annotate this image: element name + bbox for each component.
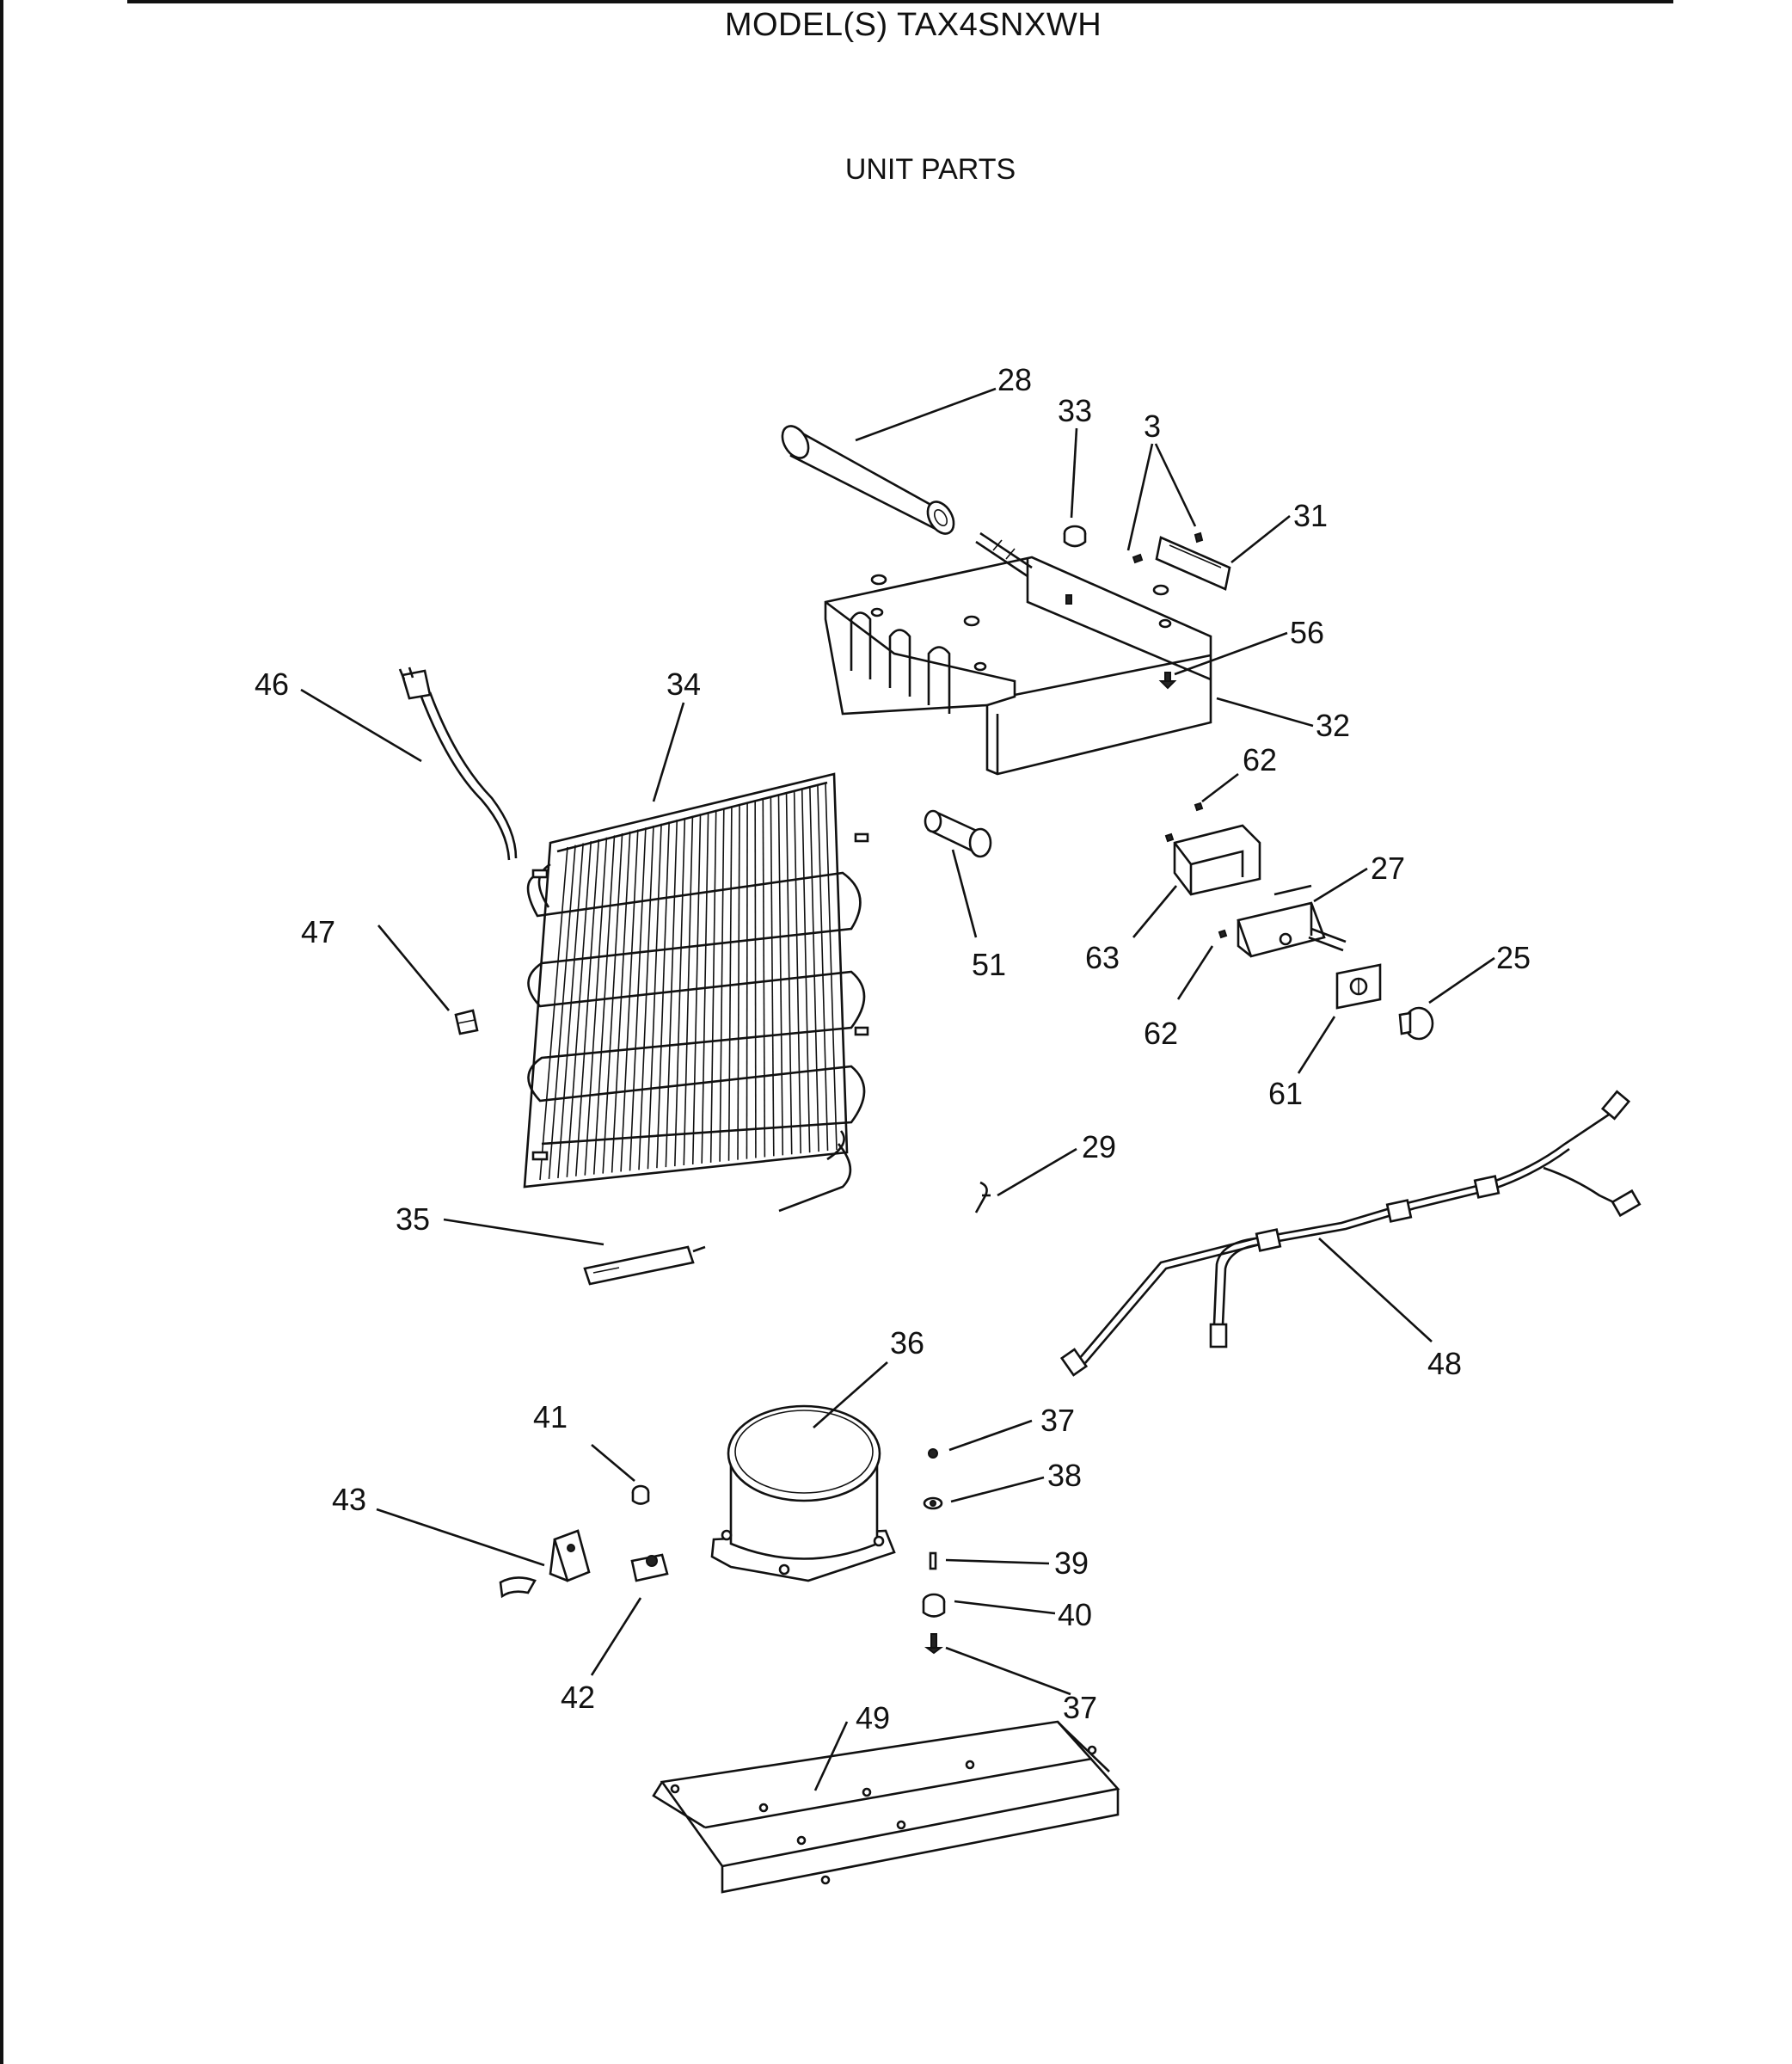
condenser-wire xyxy=(746,802,748,1159)
callout-39: 39 xyxy=(1054,1545,1089,1581)
callout-36: 36 xyxy=(890,1325,924,1361)
condenser-wire xyxy=(602,833,623,1174)
part-56-screw xyxy=(1158,672,1177,690)
condenser-wire xyxy=(777,794,784,1156)
condenser-wire xyxy=(825,782,838,1151)
callout-49: 49 xyxy=(856,1700,890,1735)
callout-38: 38 xyxy=(1047,1458,1082,1493)
part-31-retainer-bracket xyxy=(1155,536,1231,591)
callout-35: 35 xyxy=(396,1201,430,1237)
callout-numbers: 28 33 3 31 56 32 46 34 62 27 63 51 25 62… xyxy=(255,362,1531,1735)
callout-48: 48 xyxy=(1427,1346,1462,1381)
condenser-wire xyxy=(727,806,733,1161)
condenser-wire xyxy=(801,788,811,1153)
condenser-wire xyxy=(737,803,740,1160)
washer-hole xyxy=(930,1500,936,1507)
callout-27: 27 xyxy=(1371,851,1405,886)
callout-25: 25 xyxy=(1496,940,1531,975)
part-40-grommet xyxy=(922,1593,946,1618)
callout-41: 41 xyxy=(533,1399,568,1434)
callout-29: 29 xyxy=(1082,1129,1116,1164)
part-35-drier xyxy=(583,1245,706,1286)
part-47-plug xyxy=(454,1009,479,1035)
callout-51: 51 xyxy=(972,947,1006,982)
part-49-base-plate xyxy=(652,1720,1120,1894)
condenser-wire xyxy=(665,820,678,1168)
callout-37-lower: 37 xyxy=(1063,1690,1097,1725)
part-36-compressor xyxy=(710,1404,896,1582)
callout-47: 47 xyxy=(301,914,335,949)
condenser-wire xyxy=(539,846,568,1181)
callout-37-upper: 37 xyxy=(1040,1403,1075,1438)
part-41-overload-grommet xyxy=(631,1484,650,1505)
leader-lines xyxy=(300,387,1495,1791)
condenser-wire xyxy=(762,798,766,1158)
part-34-condenser-coil xyxy=(523,772,869,1213)
part-25-control-knob xyxy=(1398,1006,1434,1041)
part-27-thermostat xyxy=(1237,884,1347,958)
callout-28: 28 xyxy=(997,362,1032,397)
condenser-wire xyxy=(754,800,757,1158)
condenser-wire xyxy=(656,821,670,1169)
part-63-control-bracket xyxy=(1173,824,1261,896)
callout-40: 40 xyxy=(1058,1597,1092,1632)
condenser-wire xyxy=(557,843,584,1178)
callout-43: 43 xyxy=(332,1482,366,1517)
condenser-wire xyxy=(584,837,608,1176)
callout-34: 34 xyxy=(666,666,701,702)
bracket-screw xyxy=(1065,594,1072,605)
part-32-evaporator-bracket xyxy=(824,531,1212,776)
model-title: MODEL(S) TAX4SNXWH xyxy=(724,7,1102,43)
condenser-wire xyxy=(629,827,647,1171)
callout-33: 33 xyxy=(1058,393,1092,428)
section-title: UNIT PARTS xyxy=(844,153,1016,186)
condenser-wire xyxy=(770,796,775,1157)
condenser-wire xyxy=(817,784,829,1152)
callout-32: 32 xyxy=(1316,708,1350,743)
part-62-screw-lower xyxy=(1218,929,1228,939)
condenser-wire xyxy=(575,838,600,1176)
condenser-wire xyxy=(674,817,686,1167)
part-28-insulation-tube xyxy=(781,425,955,535)
part-37-clip-top xyxy=(928,1448,938,1459)
callout-31: 31 xyxy=(1293,498,1328,533)
condenser-wire xyxy=(809,786,819,1152)
callout-46: 46 xyxy=(255,666,289,702)
condenser-wire xyxy=(548,845,576,1180)
part-48-wiring-harness xyxy=(1059,1090,1642,1377)
condenser-wire xyxy=(592,835,616,1175)
condenser-wire xyxy=(638,825,654,1170)
part-42-overload xyxy=(630,1553,669,1582)
part-29-clip xyxy=(974,1181,991,1213)
part-39-sleeve xyxy=(929,1551,937,1570)
part-3-screws xyxy=(1132,531,1204,564)
callout-61: 61 xyxy=(1268,1076,1303,1111)
condenser-wire xyxy=(793,790,801,1154)
callout-3: 3 xyxy=(1144,408,1161,444)
condenser-wire xyxy=(647,823,662,1170)
callout-56: 56 xyxy=(1290,615,1324,650)
part-43-relay xyxy=(499,1529,591,1599)
condenser-wire xyxy=(620,829,639,1172)
callout-42: 42 xyxy=(561,1680,595,1715)
callout-62-upper: 62 xyxy=(1243,742,1277,777)
part-37-screw-bottom xyxy=(924,1633,943,1655)
part-46-power-cord xyxy=(398,666,518,861)
part-61-dial-plate xyxy=(1335,963,1382,1010)
condenser-wire xyxy=(566,841,592,1177)
bracket-screw-left xyxy=(1164,832,1175,843)
callout-63: 63 xyxy=(1085,940,1120,975)
part-33-grommet xyxy=(1063,525,1087,548)
part-51-drain-sleeve xyxy=(924,809,992,858)
part-62-screw-upper xyxy=(1194,802,1204,812)
condenser-wire xyxy=(611,831,631,1173)
condenser-wire xyxy=(719,808,725,1162)
callout-62-lower: 62 xyxy=(1144,1016,1178,1051)
condenser-wire xyxy=(785,792,793,1155)
